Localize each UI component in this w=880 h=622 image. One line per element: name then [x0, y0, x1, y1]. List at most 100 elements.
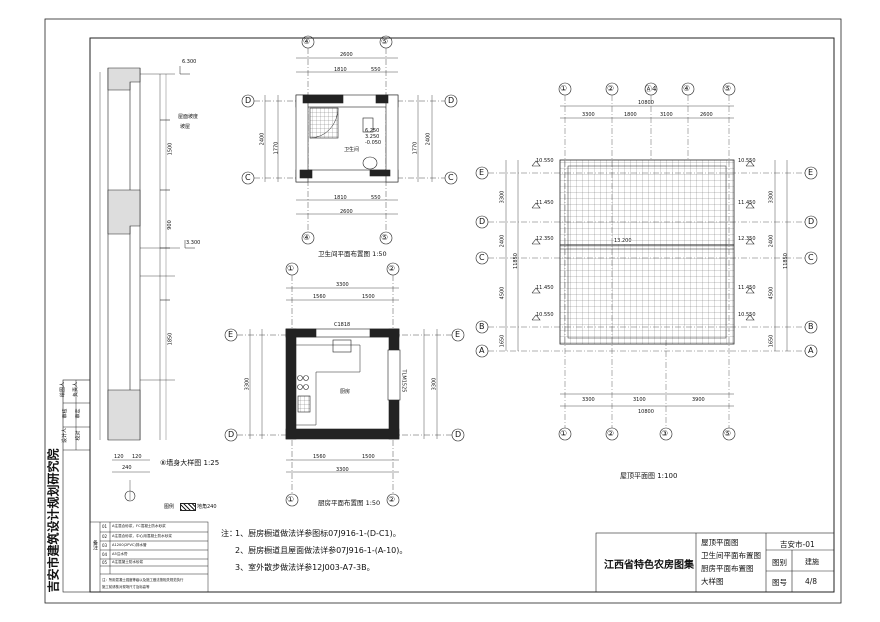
- notes-label: 注：: [221, 529, 237, 538]
- roof-plan: [475, 82, 818, 441]
- roof-title: 屋顶平面图 1:100: [620, 472, 678, 480]
- bath-level-3: -0.050: [365, 140, 382, 146]
- roof-dim-side-2: 2400: [499, 234, 506, 248]
- wall-dim-120b: 120: [132, 454, 142, 460]
- kitchen-dim-3300-left: 3300: [244, 377, 251, 391]
- roof-dim-bottom-total: 10800: [638, 409, 654, 415]
- side-note-footer-2: 施工前请核对现场尺寸及标高等: [102, 585, 150, 589]
- side-note-1-no: 01: [102, 524, 108, 529]
- bathroom-plan: [241, 35, 458, 245]
- roof-ridge-level: 13.200: [614, 238, 632, 244]
- wall-level-top: 6.300: [182, 59, 197, 65]
- roof-dim-right-3: 4500: [768, 286, 775, 300]
- legend-value: 地角240: [197, 504, 217, 510]
- category-value: 建施: [805, 558, 819, 566]
- wall-detail-drawing: [99, 66, 195, 502]
- wall-level-mid: 3.300: [186, 240, 201, 246]
- inner-border: [89, 37, 835, 593]
- legend-label: 图例: [164, 504, 175, 510]
- collection-title: 江西省特色农房图集: [604, 560, 694, 571]
- category-label: 图别: [772, 558, 787, 567]
- kitchen-axis-e-left: E: [228, 330, 234, 339]
- roof-dim-bottom-1: 3300: [582, 397, 595, 403]
- side-note-5-text: A注混凝土防水砂浆: [112, 560, 144, 564]
- side-note-4-no: 04: [102, 552, 108, 557]
- roof-dim-top-4: 2600: [700, 112, 713, 118]
- roof-axis-left-d: D: [479, 217, 486, 226]
- kitchen-axis-2-bottom: ②: [388, 495, 396, 504]
- signoff-checker: 校对: [75, 430, 82, 441]
- kitchen-dim-3300-right: 3300: [431, 377, 438, 391]
- roof-axis-left-a: A: [479, 346, 485, 355]
- side-notes-table: [89, 521, 209, 593]
- wall-detail-title: ⑧墙身大样图 1:25: [160, 459, 220, 467]
- drawing-code: 吉安市-01: [780, 540, 815, 549]
- roof-axis-top-3: Ⓐ4: [645, 85, 657, 93]
- bath-axis-5-bottom: ⑤: [381, 233, 389, 242]
- roof-dim-top-1: 3300: [582, 112, 595, 118]
- roof-level-right-1: 10.550: [738, 158, 756, 164]
- kitchen-axis-1-bottom: ①: [287, 495, 295, 504]
- side-note-1-text: A注混合砂浆，FC混凝土防水砂浆: [112, 524, 166, 528]
- bath-dim-2400-right: 2400: [425, 132, 432, 146]
- roof-axis-bottom-3: ③: [661, 429, 669, 438]
- signoff-drafter: 绘图人: [60, 381, 67, 398]
- roof-dim-side-3: 4500: [499, 286, 506, 300]
- wall-label-roof: 坡屋: [180, 124, 191, 130]
- side-note-3-no: 03: [102, 543, 108, 548]
- bath-level-2: 3.250: [365, 134, 380, 140]
- roof-dim-bottom-3: 3900: [692, 397, 705, 403]
- roof-axis-right-c: C: [808, 253, 814, 262]
- bath-dim-total-bottom: 2600: [340, 209, 353, 215]
- side-note-3-text: A1200(2PVC)排水管: [112, 543, 147, 547]
- number-label: 图号: [772, 578, 787, 587]
- kitchen-axis-2-top: ②: [388, 264, 396, 273]
- wall-dim-240: 240: [122, 465, 132, 471]
- number-value: 4/8: [805, 577, 818, 586]
- signoff-approver: 审定: [75, 408, 82, 419]
- roof-dim-side-1: 3300: [499, 190, 506, 204]
- kitchen-axis-1-top: ①: [287, 264, 295, 273]
- bath-axis-d-right: D: [448, 96, 455, 105]
- side-note-4-text: A5注水膏: [112, 552, 128, 556]
- roof-axis-left-e: E: [479, 168, 485, 177]
- note-2: 2、厨房橱道且屋面做法详参07J916-1-(A-10)。: [235, 546, 408, 555]
- roof-dim-right-4: 1650: [768, 334, 775, 348]
- bath-dim-1810-bottom: 1810: [334, 195, 347, 201]
- roof-level-left-4: 11.450: [536, 285, 554, 291]
- drawing-name-3: 厨房平面布置图: [701, 564, 754, 573]
- side-note-2-text: A注混合砂浆，中心用混凝土防水砂浆: [112, 534, 172, 538]
- bath-axis-c-left: C: [245, 173, 251, 182]
- kitchen-window: C1818: [334, 322, 351, 328]
- note-3: 3、室外散步做法详参12J003-A7-3B。: [235, 563, 375, 572]
- roof-axis-top-1: ①: [560, 84, 568, 93]
- wall-dim-1850: 1850: [167, 332, 174, 346]
- roof-dim-bottom-2: 3100: [633, 397, 646, 403]
- bath-dim-550-bottom: 550: [371, 195, 381, 201]
- roof-axis-right-b: B: [808, 322, 814, 331]
- roof-level-left-3: 12.350: [536, 236, 554, 242]
- roof-axis-left-c: C: [479, 253, 485, 262]
- bath-dim-550-top: 550: [371, 67, 381, 73]
- kitchen-axis-e-right: E: [455, 330, 461, 339]
- side-note-2-no: 02: [102, 534, 108, 539]
- signoff-reviewer: 审核: [62, 408, 69, 419]
- roof-axis-right-e: E: [808, 168, 814, 177]
- bath-dim-2400-left: 2400: [259, 132, 266, 146]
- roof-dim-top-total: 10800: [638, 100, 654, 106]
- roof-level-left-5: 10.550: [536, 312, 554, 318]
- roof-dim-side-total: 11850: [512, 253, 519, 269]
- roof-axis-top-2: ②: [607, 84, 615, 93]
- bathroom-title: 卫生间平面布置图 1:50: [318, 250, 387, 258]
- roof-dim-right-1: 3300: [768, 190, 775, 204]
- title-block: [595, 532, 835, 593]
- roof-axis-right-d: D: [808, 217, 815, 226]
- kitchen-title: 厨房平面布置图 1:50: [318, 499, 381, 507]
- left-title-strip: [62, 379, 91, 593]
- kitchen-dim-total-bottom: 3300: [336, 467, 349, 473]
- drawing-name-4: 大样图: [701, 577, 724, 586]
- bath-axis-c-right: C: [448, 173, 454, 182]
- bath-dim-total-top: 2600: [340, 52, 353, 58]
- signoff-chief: 负责人: [73, 381, 80, 398]
- roof-level-right-3: 12.350: [738, 236, 756, 242]
